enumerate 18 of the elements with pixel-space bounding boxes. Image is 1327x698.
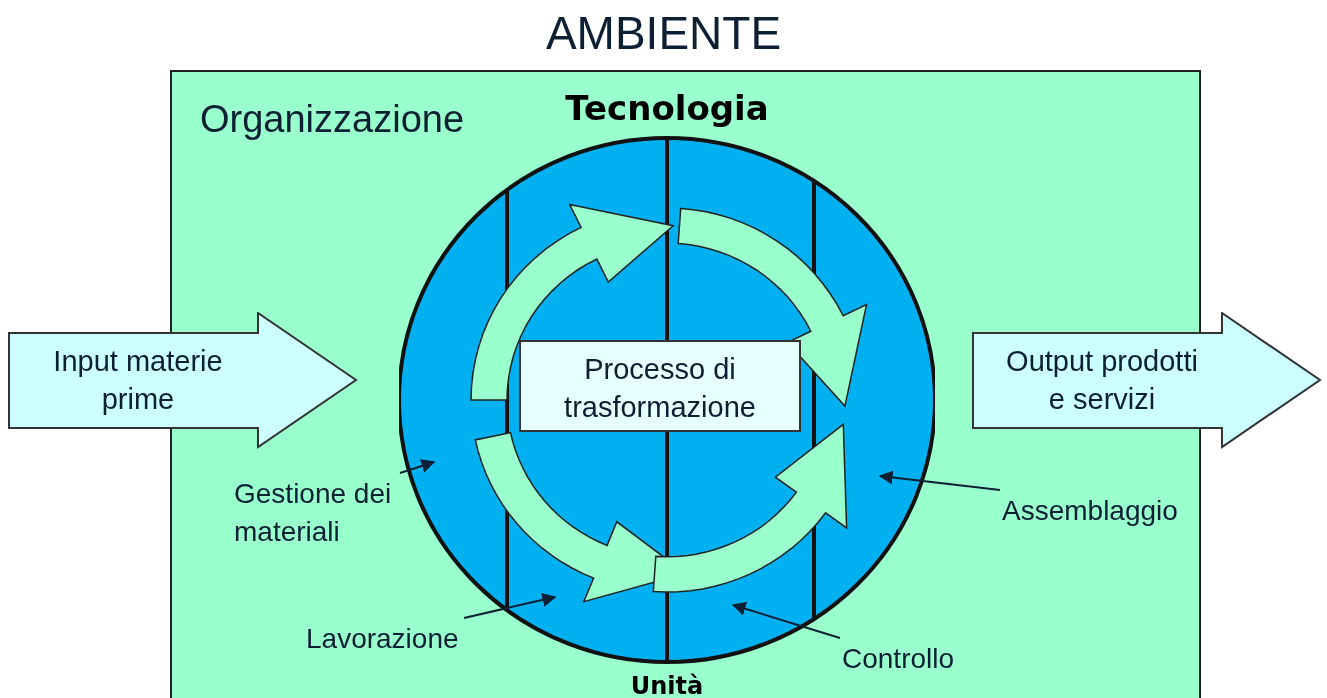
callout-label: Assemblaggio: [1002, 492, 1192, 532]
panel-title: Organizzazione: [200, 98, 465, 141]
arrow-label: Output prodotti e servizi: [1005, 344, 1199, 417]
process-box: [519, 340, 801, 432]
leader-line: [463, 593, 557, 619]
output-arrow: [972, 312, 1322, 449]
circle-heading: Tecnologia: [564, 88, 770, 128]
diagram-title: AMBIENTE: [544, 6, 783, 60]
arrow-label: Input materie prime: [52, 344, 224, 417]
input-arrow: [8, 312, 358, 449]
callout-label: Lavorazione: [306, 620, 466, 660]
callout-label: Gestione dei materiali: [234, 475, 402, 555]
leader-line: [399, 459, 436, 474]
box-label: Processo di trasformazione: [563, 352, 757, 425]
callout-label: Controllo: [842, 640, 966, 680]
circle-caption: Unità: [629, 672, 705, 698]
leader-line: [731, 602, 841, 639]
leader-line: [878, 470, 1001, 491]
